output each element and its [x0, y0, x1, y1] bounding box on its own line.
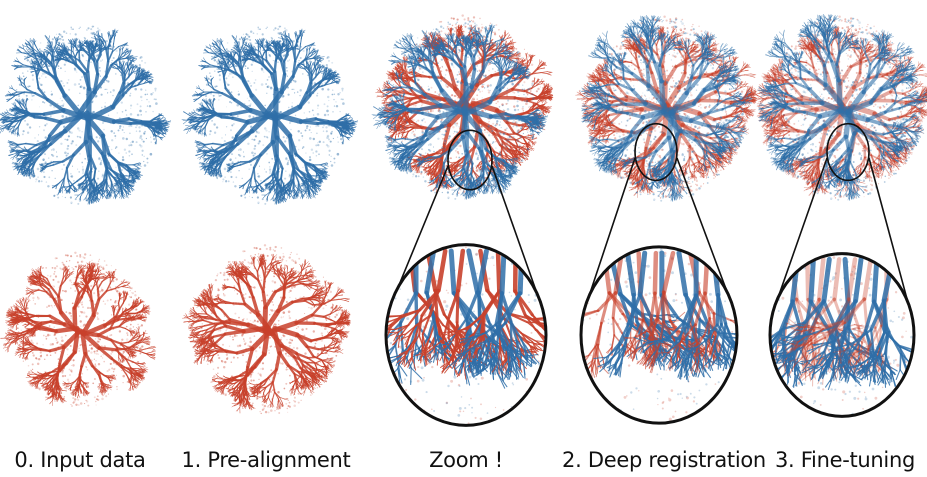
caption-zoom: Zoom ! — [429, 448, 503, 472]
overlay-source-deep — [580, 15, 752, 202]
target-tree-prealign — [182, 244, 350, 414]
overlay-source-finetune — [757, 14, 927, 201]
source-tree-input — [0, 26, 171, 205]
caption-pre-alignment: 1. Pre-alignment — [182, 448, 351, 472]
caption-input-data: 0. Input data — [14, 448, 145, 472]
target-tree-input — [1, 252, 156, 407]
caption-fine-tuning: 3. Fine-tuning — [775, 448, 915, 472]
source-tree-prealign — [182, 26, 358, 205]
caption-deep-registration: 2. Deep registration — [562, 448, 766, 472]
